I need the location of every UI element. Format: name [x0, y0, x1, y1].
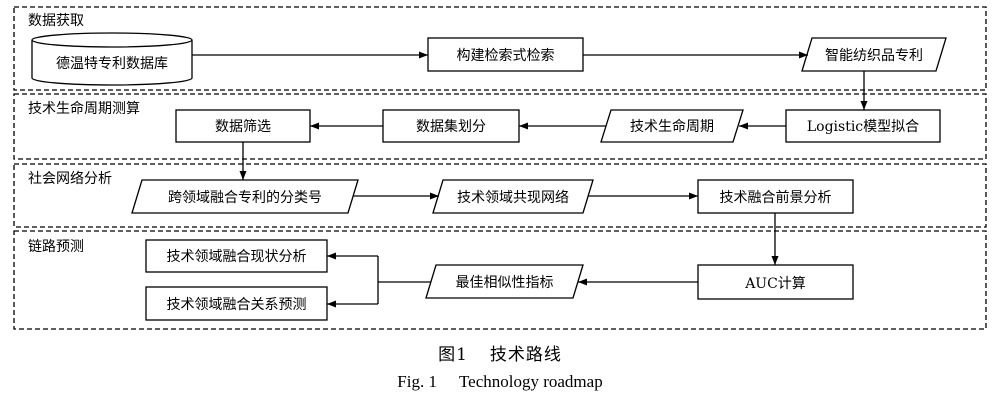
node-auc-label: AUC计算 [744, 276, 806, 292]
node-data-filter-label: 数据筛选 [215, 119, 271, 135]
node-cross-class: 跨领域融合专利的分类号 [131, 179, 359, 214]
section-social-network [13, 163, 987, 228]
node-best-sim: 最佳相似性指标 [425, 264, 584, 299]
section-label-lifecycle: 技术生命周期测算 [28, 100, 140, 117]
node-tech-lifecycle: 技术生命周期 [600, 109, 744, 143]
section-label-acquisition: 数据获取 [28, 13, 84, 29]
node-cross-class-label: 跨领域融合专利的分类号 [168, 190, 322, 206]
node-prospect-label: 技术融合前景分析 [720, 189, 832, 206]
section-tech-lifecycle [13, 93, 987, 160]
node-data-filter: 数据筛选 [175, 109, 311, 143]
node-smart-textile: 智能纺织品专利 [801, 37, 947, 72]
node-cooccur-net: 技术领域共现网络 [432, 179, 594, 214]
caption-chinese: 图1 技术路线 [0, 340, 1000, 368]
node-logistic-label: Logistic模型拟合 [807, 119, 919, 135]
node-smart-textile-label: 智能纺织品专利 [825, 48, 923, 64]
caption-en-number: Fig. 1 [397, 372, 437, 391]
node-data-split-label: 数据集划分 [416, 118, 486, 135]
section-link-prediction [13, 230, 987, 330]
node-build-search-label: 构建检索式检索 [457, 47, 555, 64]
node-cooccur-net-label: 技术领域共现网络 [457, 190, 569, 206]
node-auc: AUC计算 [697, 264, 854, 300]
node-database: 德温特专利数据库 [31, 32, 193, 86]
caption-en-title: Technology roadmap [458, 372, 603, 391]
node-database-label: 德温特专利数据库 [56, 56, 168, 72]
node-logistic: Logistic模型拟合 [785, 109, 941, 143]
node-status-analysis-label: 技术领域融合现状分析 [167, 249, 307, 265]
node-relation-predict-label: 技术领域融合关系预测 [167, 297, 307, 313]
section-label-network: 社会网络分析 [28, 171, 112, 187]
flowchart: 数据获取 技术生命周期测算 社会网络分析 链路预测 德温特专利数据库 构建检索式… [13, 6, 987, 330]
node-prospect: 技术融合前景分析 [697, 179, 854, 214]
caption-cn-title: 技术路线 [489, 345, 562, 365]
caption-english: Fig. 1 Technology roadmap [0, 372, 1000, 398]
node-relation-predict: 技术领域融合关系预测 [145, 286, 328, 321]
section-label-link: 链路预测 [28, 239, 84, 255]
node-build-search: 构建检索式检索 [427, 37, 584, 72]
node-status-analysis: 技术领域融合现状分析 [145, 239, 328, 273]
node-data-split: 数据集划分 [382, 109, 520, 143]
section-data-acquisition [13, 6, 987, 91]
node-tech-lifecycle-label: 技术生命周期 [630, 118, 714, 135]
caption-cn-number: 图1 [438, 345, 468, 365]
node-best-sim-label: 最佳相似性指标 [456, 275, 554, 291]
